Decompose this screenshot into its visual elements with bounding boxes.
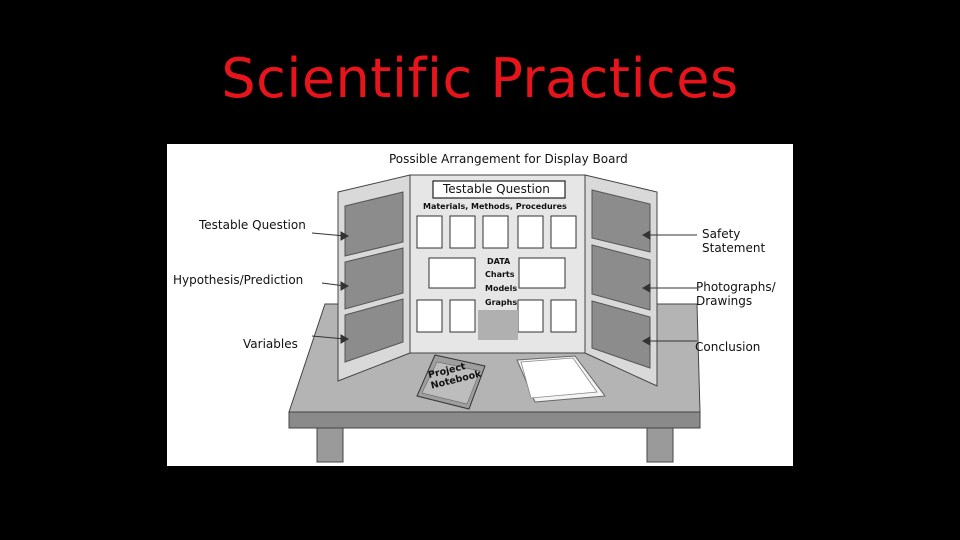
center-subtitle: Materials, Methods, Procedures xyxy=(423,202,567,211)
slide-title: Scientific Practices xyxy=(221,47,739,110)
data-shadow xyxy=(478,310,518,340)
left-label-hypothesis: Hypothesis/Prediction xyxy=(173,273,304,287)
models-label: Models xyxy=(485,284,518,293)
procedure-card xyxy=(482,215,509,249)
display-board-illustration xyxy=(288,174,701,463)
right-panel-2 xyxy=(591,244,651,311)
charts-label: Charts xyxy=(485,270,515,279)
left-label-variables: Variables xyxy=(243,337,298,351)
procedure-card xyxy=(517,215,544,249)
left-panel-2 xyxy=(344,247,404,310)
left-panel-1 xyxy=(344,191,404,257)
arrowhead-icon xyxy=(641,230,651,240)
left-label-testable-question: Testable Question xyxy=(199,218,306,232)
testable-question-box xyxy=(432,180,566,199)
table-edge xyxy=(288,411,701,429)
data-label: DATA xyxy=(487,257,511,266)
data-card xyxy=(518,257,566,289)
arrowhead-icon xyxy=(340,281,350,291)
arrow-testable-question xyxy=(311,232,346,237)
right-label-conclusion: Conclusion xyxy=(695,340,761,354)
arrowhead-icon xyxy=(340,334,350,344)
arrowhead-icon xyxy=(641,283,651,293)
data-card xyxy=(428,257,476,289)
paper-sheet xyxy=(520,357,598,399)
right-label-photographs: Photographs/ Drawings xyxy=(696,280,776,308)
procedure-card xyxy=(416,215,443,249)
arrowhead-icon xyxy=(641,336,651,346)
right-panel-1 xyxy=(591,189,651,253)
table-leg-left xyxy=(316,427,344,463)
graphs-label: Graphs xyxy=(485,298,518,307)
procedure-card xyxy=(550,215,577,249)
result-card xyxy=(550,299,577,333)
result-card xyxy=(416,299,443,333)
right-panel-3 xyxy=(591,300,651,369)
notebook-cover xyxy=(421,361,481,405)
arrowhead-icon xyxy=(340,231,350,241)
figure-heading: Possible Arrangement for Display Board xyxy=(389,152,628,166)
result-card xyxy=(517,299,544,333)
table-leg-right xyxy=(646,427,674,463)
arrow-variables xyxy=(311,335,346,340)
right-label-safety: Safety Statement xyxy=(702,227,766,255)
center-title-box-label: Testable Question xyxy=(443,182,550,196)
left-panel-3 xyxy=(344,298,404,363)
result-card xyxy=(449,299,476,333)
procedure-card xyxy=(449,215,476,249)
display-board-figure: Possible Arrangement for Display Board T… xyxy=(167,144,793,466)
